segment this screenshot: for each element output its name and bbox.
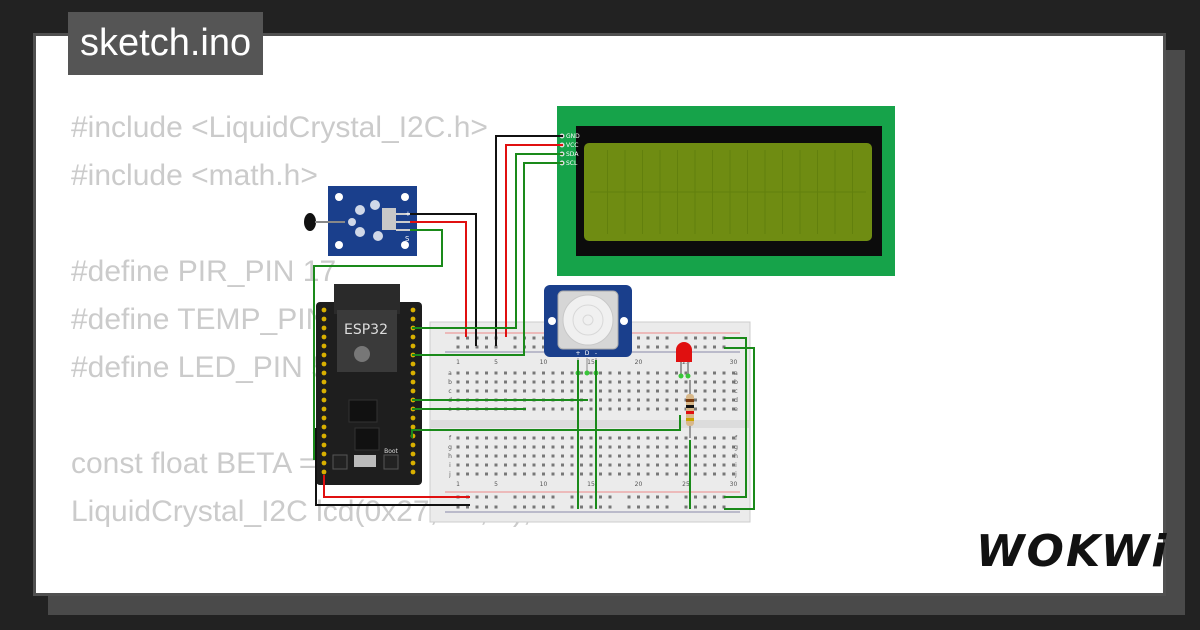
breadboard-row-letter: f <box>449 435 452 442</box>
sketch-filename: sketch.ino <box>68 12 264 75</box>
resistor <box>686 380 694 438</box>
breadboard-row-letter: c <box>448 388 451 395</box>
breadboard-row-letter: g <box>448 444 452 451</box>
lcd-pin-label: VCC <box>566 142 578 149</box>
breadboard-column-number: 20 <box>635 359 643 366</box>
pir-pin-label: D <box>585 350 590 357</box>
breadboard-row-letter: g <box>734 444 738 451</box>
pir-pin-label: + <box>575 350 580 357</box>
ntc-pin-label: S <box>405 235 410 243</box>
breadboard-column-number: 25 <box>682 359 690 366</box>
breadboard-row-letter: h <box>448 453 452 460</box>
code-line: #define TEMP_PIN 34 <box>71 303 369 336</box>
esp32-boot-label: Boot <box>384 448 398 455</box>
breadboard-column-number: 5 <box>494 359 498 366</box>
lcd-display: GND VCC SDA SCL <box>557 106 895 276</box>
breadboard-row-letter: j <box>734 471 737 478</box>
wires <box>313 135 755 510</box>
esp32-board: ESP32 Boot <box>316 284 422 485</box>
code-preview: #include <LiquidCrystal_I2C.h> #include <… <box>71 104 531 593</box>
lcd-pin-label: GND <box>566 133 580 140</box>
code-line: #define PIR_PIN 17 <box>71 255 337 288</box>
breadboard-row-letter: i <box>449 462 451 469</box>
ntc-temperature-sensor: - + S <box>304 186 417 256</box>
breadboard-row-letter: e <box>734 406 738 413</box>
code-line: #include <math.h> <box>71 159 318 192</box>
lcd-pin-label: SDA <box>566 151 579 158</box>
esp32-label: ESP32 <box>344 322 388 338</box>
breadboard-column-number: 10 <box>540 481 548 488</box>
breadboard-column-number: 30 <box>730 359 738 366</box>
breadboard-row-letter: a <box>448 370 452 377</box>
breadboard-column-number: 10 <box>540 359 548 366</box>
breadboard-column-number: 20 <box>635 481 643 488</box>
breadboard-column-number: 30 <box>730 481 738 488</box>
breadboard-row-letter: a <box>734 370 738 377</box>
breadboard-row-letter: i <box>735 462 737 469</box>
code-line: unsigned long previousMillis = 0; <box>71 584 531 593</box>
lcd-pin-label: SCL <box>566 160 578 167</box>
led <box>676 342 692 379</box>
breadboard-column-number: 15 <box>587 359 595 366</box>
breadboard-column-number: 25 <box>682 481 690 488</box>
breadboard-row-letter: h <box>734 453 738 460</box>
lcd-pin-labels: GND VCC SDA SCL <box>559 133 580 167</box>
breadboard-row-letter: d <box>734 397 738 404</box>
breadboard-row-letter: c <box>734 388 737 395</box>
pir-motion-sensor: + D- <box>544 285 632 376</box>
breadboard-column-number: 5 <box>494 481 498 488</box>
pir-pin-label: - <box>595 350 597 357</box>
breadboard-column-number: 15 <box>587 481 595 488</box>
wokwi-logo: WOKWi <box>976 526 1169 577</box>
ntc-pin-label: + <box>405 210 411 218</box>
breadboard-row-letter: j <box>448 471 451 478</box>
breadboard-row-letter: f <box>735 435 738 442</box>
breadboard-column-number: 1 <box>456 481 460 488</box>
breadboard-row-letter: b <box>734 379 738 386</box>
ntc-pin-label: - <box>405 191 408 199</box>
breadboard-column-number: 1 <box>456 359 460 366</box>
code-line: #include <LiquidCrystal_I2C.h> <box>71 111 488 144</box>
breadboard-row-letter: b <box>448 379 452 386</box>
